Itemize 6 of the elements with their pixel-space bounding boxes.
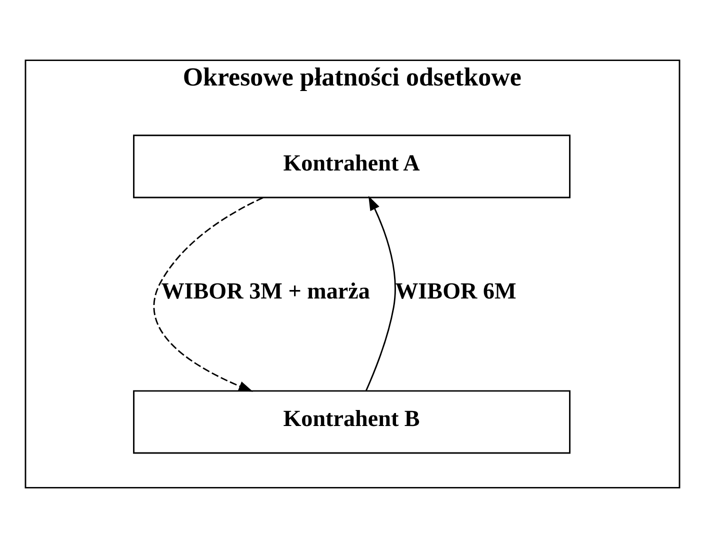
arrow [153,197,264,392]
arrow [366,196,396,391]
edge-label: WIBOR 6M [395,277,516,304]
edge-label: WIBOR 3M + marża [161,277,370,304]
node-box: Kontrahent A [133,134,570,198]
node-box: Kontrahent B [133,390,570,454]
